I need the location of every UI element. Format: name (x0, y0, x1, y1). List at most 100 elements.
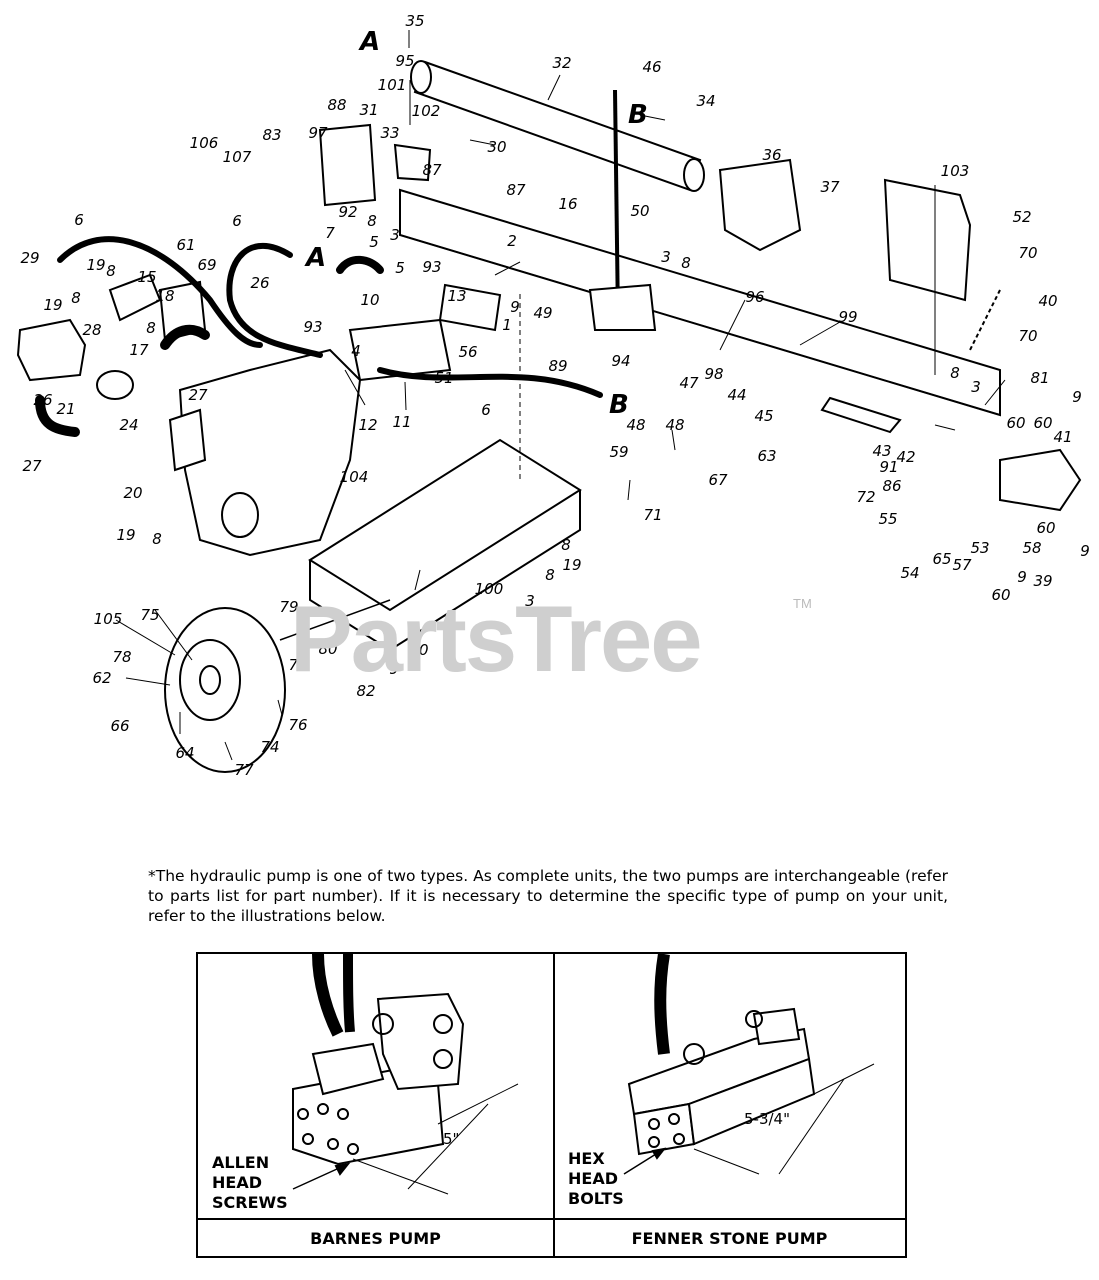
callout-79: 79 (279, 598, 298, 616)
callout-18: 18 (155, 287, 174, 305)
callout-30: 30 (487, 138, 506, 156)
callout-19: 19 (43, 296, 62, 314)
callout-15: 15 (137, 268, 156, 286)
callout-8: 8 (152, 530, 162, 548)
callout-8: 8 (545, 566, 555, 584)
callout-83: 83 (262, 126, 281, 144)
callout-94: 94 (611, 352, 630, 370)
callout-92: 92 (338, 203, 357, 221)
hose-return (160, 324, 210, 350)
callout-16: 16 (558, 195, 577, 213)
barnes-pump-label: SCREWS (212, 1193, 288, 1212)
callout-55: 55 (878, 510, 897, 528)
callout-60: 60 (1033, 414, 1052, 432)
callout-49: 49 (533, 304, 552, 322)
engine (178, 348, 362, 557)
callout-21: 21 (56, 400, 75, 418)
hitch-coupler (999, 448, 1082, 512)
barnes-pump-label: HEAD (212, 1173, 262, 1192)
callout-3: 3 (661, 248, 671, 266)
callout-11: 11 (392, 413, 411, 431)
callout-19: 19 (116, 526, 135, 544)
barnes-pump-dimension: 5" (443, 1130, 459, 1148)
callout-72: 72 (856, 488, 875, 506)
callout-77: 77 (234, 761, 254, 779)
callout-75: 75 (140, 606, 159, 624)
callout-60: 60 (991, 586, 1010, 604)
pump-type-note: *The hydraulic pump is one of two types.… (148, 867, 948, 925)
connection-letter-B: B (628, 100, 648, 130)
callout-31: 31 (359, 101, 378, 119)
callout-12: 12 (358, 416, 377, 434)
callout-93: 93 (422, 258, 441, 276)
pump-comparison-box: 5" ALLEN HEAD SCREWS 5-3/4" (196, 952, 907, 1258)
callout-102: 102 (412, 102, 441, 120)
fenner-stone-pump-caption: FENNER STONE PUMP (631, 1229, 828, 1248)
callout-104: 104 (340, 468, 369, 486)
callout-93: 93 (303, 318, 322, 336)
callout-41: 41 (1053, 428, 1072, 446)
callout-63: 63 (757, 447, 776, 465)
callout-76: 76 (288, 716, 307, 734)
callout-107: 107 (223, 148, 252, 166)
callout-5: 5 (395, 259, 405, 277)
callout-69: 69 (197, 256, 216, 274)
callout-52: 52 (1012, 208, 1031, 226)
callout-40: 40 (1038, 292, 1057, 310)
callout-9: 9 (389, 660, 399, 678)
callout-33: 33 (380, 124, 399, 142)
callout-26: 26 (33, 391, 52, 409)
watermark-trademark: TM (793, 596, 812, 611)
callout-96: 96 (745, 288, 764, 306)
connection-letter-B: B (609, 390, 629, 420)
callout-70: 70 (1018, 244, 1037, 262)
control-valve (348, 318, 452, 382)
callout-3: 3 (971, 378, 981, 396)
fenner-stone-pump-panel: 5-3/4" HEX HEAD BOLTS (554, 954, 909, 1218)
hose-suction (35, 395, 80, 437)
fenner-stone-pump-illustration: 5-3/4" HEX HEAD BOLTS (568, 954, 875, 1208)
callout-3: 3 (390, 226, 400, 244)
callout-19: 19 (86, 256, 105, 274)
callout-20: 20 (123, 484, 142, 502)
callout-1: 1 (502, 316, 512, 334)
callout-60: 60 (409, 641, 428, 659)
callout-9: 9 (510, 298, 520, 316)
callout-32: 32 (552, 54, 571, 72)
callout-6: 6 (232, 212, 242, 230)
callout-48: 48 (626, 416, 645, 434)
fenner-stone-pump-dimension: 5-3/4" (744, 1110, 790, 1128)
callout-99: 99 (838, 308, 857, 326)
callout-54: 54 (900, 564, 919, 582)
callout-86: 86 (882, 477, 901, 495)
callout-97: 97 (308, 124, 328, 142)
callout-80: 80 (318, 640, 337, 658)
callout-39: 39 (1033, 572, 1052, 590)
callout-101: 101 (378, 76, 407, 94)
callout-78: 78 (112, 648, 131, 666)
callout-28: 28 (82, 321, 101, 339)
callout-2: 2 (507, 232, 517, 250)
callout-103: 103 (941, 162, 970, 180)
callout-91: 91 (879, 458, 898, 476)
callout-53: 53 (970, 539, 989, 557)
callout-29: 29 (20, 249, 39, 267)
hydraulic-pump (16, 318, 87, 382)
callout-70: 70 (1018, 327, 1037, 345)
callout-4: 4 (351, 342, 361, 360)
callout-6: 6 (481, 401, 491, 419)
callout-59: 59 (609, 443, 628, 461)
callout-27: 27 (188, 386, 208, 404)
barnes-pump-label: ALLEN (212, 1153, 269, 1172)
connection-letter-A: A (358, 27, 380, 57)
callout-35: 35 (405, 12, 424, 30)
barnes-pump-panel: 5" ALLEN HEAD SCREWS (198, 954, 555, 1218)
callout-24: 24 (119, 416, 138, 434)
callout-34: 34 (696, 92, 715, 110)
callout-56: 56 (458, 343, 477, 361)
hose-b (226, 242, 323, 358)
callout-8: 8 (71, 289, 81, 307)
barnes-pump-illustration: 5" ALLEN HEAD SCREWS (212, 954, 519, 1212)
callout-95: 95 (395, 52, 414, 70)
